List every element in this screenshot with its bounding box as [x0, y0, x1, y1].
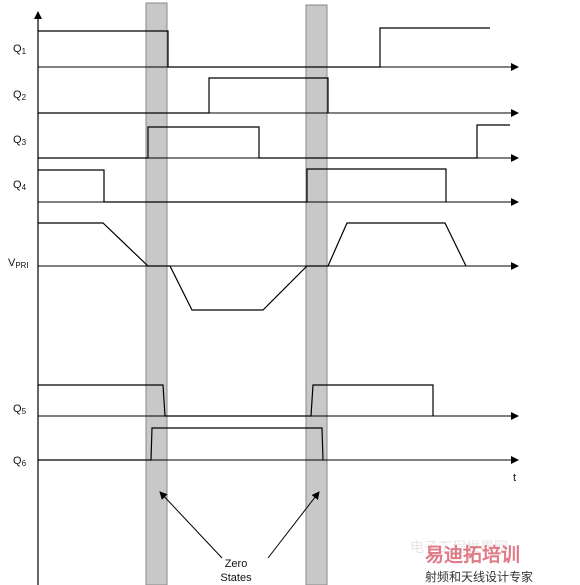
waveform-q5 [38, 384, 434, 417]
watermark-faint-text: 电子工程世界网 [410, 540, 508, 556]
label-q4: Q4 [13, 179, 27, 192]
label-q1: Q1 [13, 43, 27, 56]
zero-state-band-1 [145, 2, 168, 585]
label-vpri: VPRI [8, 257, 29, 270]
waveform-q1 [38, 27, 490, 68]
annotation-arrow-right [267, 491, 320, 559]
time-axis-label: t [513, 472, 516, 484]
waveform-q4 [38, 168, 447, 203]
label-q6: Q6 [13, 455, 27, 468]
watermark-main-text: 易迪拓培训 [425, 543, 520, 566]
waveform-vpri [38, 222, 467, 311]
label-q3: Q3 [13, 134, 27, 147]
annotation-states: States [220, 572, 252, 584]
label-q2: Q2 [13, 89, 27, 102]
waveform-q2 [38, 77, 329, 114]
watermark-sub-text: 射频和天线设计专家 [425, 569, 533, 584]
zero-state-band-2 [305, 4, 328, 585]
waveform-q3 [38, 124, 510, 159]
annotation-arrow-left [159, 491, 223, 559]
annotation-zero: Zero [225, 558, 248, 570]
label-q5: Q5 [13, 403, 27, 416]
waveform-q6 [38, 427, 324, 461]
